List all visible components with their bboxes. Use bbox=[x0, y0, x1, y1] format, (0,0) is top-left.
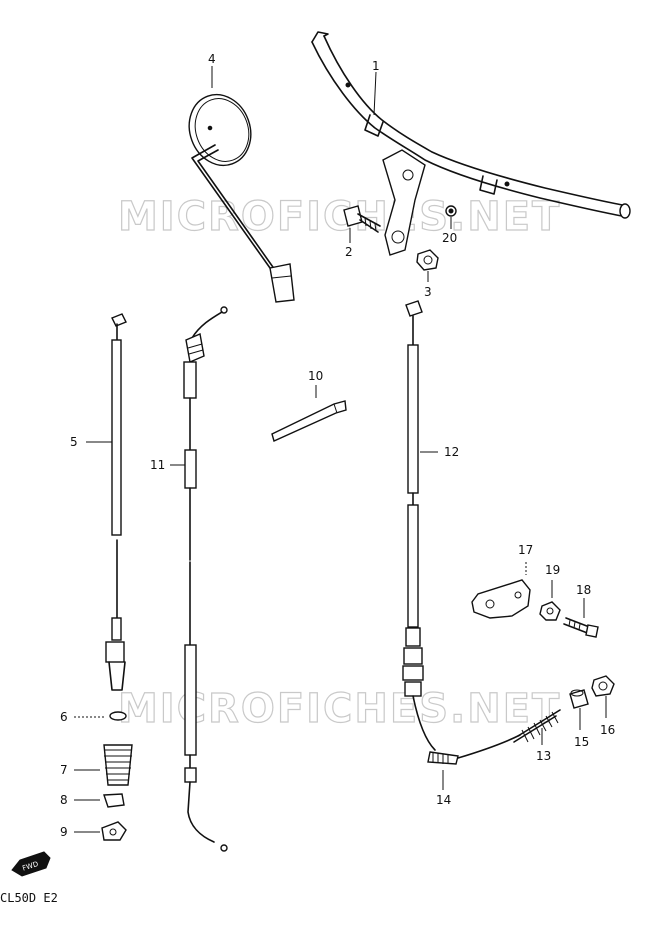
part-label-17: 17 bbox=[518, 543, 533, 557]
part-label-20: 20 bbox=[442, 231, 457, 245]
cap-part-15 bbox=[569, 689, 589, 709]
part-label-16: 16 bbox=[600, 723, 615, 737]
part-label-13: 13 bbox=[536, 749, 551, 763]
diagram-code: CL50D E2 bbox=[0, 891, 58, 905]
part-label-5: 5 bbox=[70, 435, 78, 449]
part-label-6: 6 bbox=[60, 710, 68, 724]
part-label-15: 15 bbox=[574, 735, 589, 749]
part-label-10: 10 bbox=[308, 369, 323, 383]
spring-part-13 bbox=[513, 709, 561, 743]
handlebar bbox=[311, 31, 631, 256]
nut-part-9 bbox=[101, 821, 127, 841]
fwd-arrow-icon: FWD bbox=[11, 851, 51, 877]
watermark-top: MICROFICHES.NET bbox=[118, 194, 561, 240]
mirror bbox=[188, 93, 295, 303]
part-label-7: 7 bbox=[60, 763, 68, 777]
cable-part-12 bbox=[402, 300, 521, 765]
bolt-part-2 bbox=[343, 205, 381, 233]
part-label-14: 14 bbox=[436, 793, 451, 807]
cable-part-5 bbox=[105, 313, 127, 691]
part-label-12: 12 bbox=[444, 445, 459, 459]
part-label-4: 4 bbox=[208, 52, 216, 66]
washer-part-6 bbox=[109, 711, 127, 721]
spring-part-7 bbox=[103, 744, 133, 786]
nut-part-19 bbox=[539, 601, 561, 621]
part-label-3: 3 bbox=[424, 285, 432, 299]
bolt-part-18 bbox=[563, 617, 599, 638]
bracket-part-17 bbox=[471, 579, 531, 619]
part-label-11: 11 bbox=[150, 458, 165, 472]
part-label-2: 2 bbox=[345, 245, 353, 259]
screw-part-20 bbox=[445, 205, 457, 217]
nut-part-3 bbox=[416, 249, 439, 271]
cap-part-8 bbox=[103, 793, 125, 808]
cable-part-11 bbox=[183, 306, 228, 852]
part-label-19: 19 bbox=[545, 563, 560, 577]
nut-part-16 bbox=[591, 675, 615, 697]
part-label-1: 1 bbox=[372, 59, 380, 73]
cable-tie-part-10 bbox=[271, 400, 347, 442]
part-label-9: 9 bbox=[60, 825, 68, 839]
part-label-8: 8 bbox=[60, 793, 68, 807]
part-label-18: 18 bbox=[576, 583, 591, 597]
